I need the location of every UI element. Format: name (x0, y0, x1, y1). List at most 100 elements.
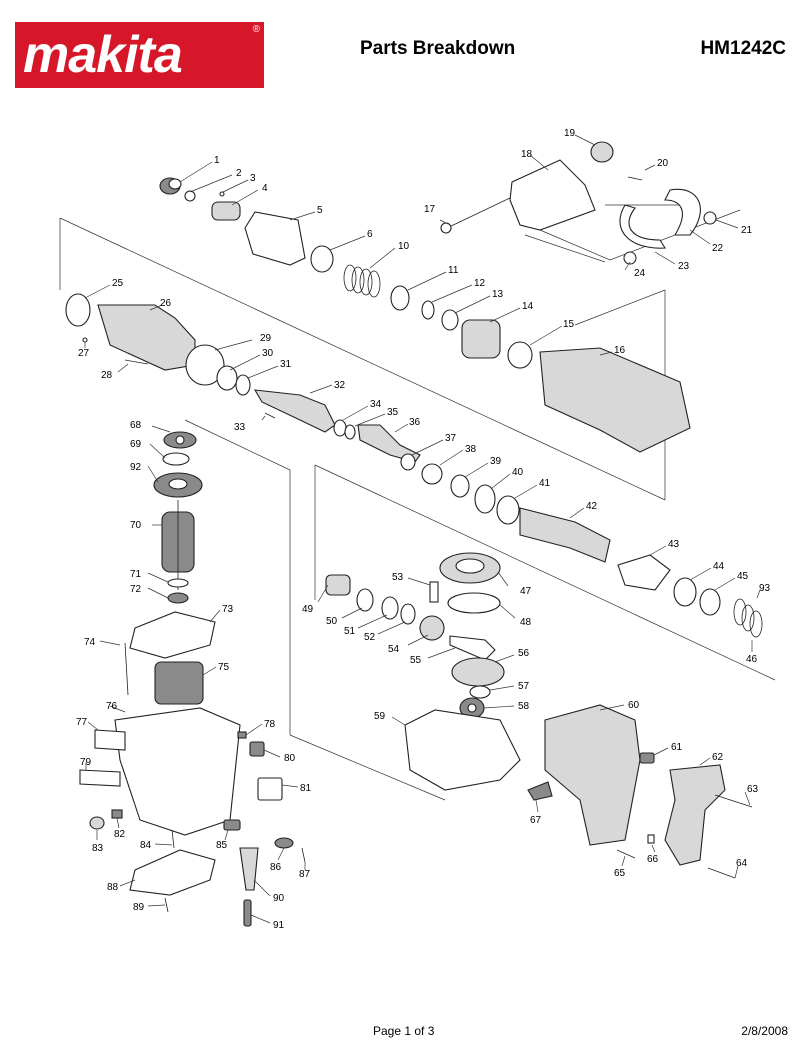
part-label: 64 (736, 858, 748, 869)
part-label: 46 (746, 654, 758, 665)
part-label: 35 (387, 407, 399, 418)
part-label: 87 (299, 869, 311, 880)
part-label: 41 (539, 478, 551, 489)
part-label: 19 (564, 128, 576, 139)
part-label: 3 (250, 173, 256, 184)
part-label: 73 (222, 604, 234, 615)
part-label: 45 (737, 571, 749, 582)
part-label: 15 (563, 319, 575, 330)
part-label: 2 (236, 168, 242, 179)
part-label: 48 (520, 617, 532, 628)
part-label: 75 (218, 662, 230, 673)
part-label: 65 (614, 868, 626, 879)
part-label: 5 (317, 205, 323, 216)
part-label: 49 (302, 604, 314, 615)
part-label: 74 (84, 637, 96, 648)
part-label: 6 (367, 229, 373, 240)
part-label: 76 (106, 701, 118, 712)
part-label: 13 (492, 289, 504, 300)
part-label: 60 (628, 700, 640, 711)
part-label: 21 (741, 225, 753, 236)
part-label: 59 (374, 711, 386, 722)
makita-logo: makita ® (15, 22, 264, 88)
part-label: 56 (518, 648, 530, 659)
part-label: 71 (130, 569, 142, 580)
part-label: 23 (678, 261, 690, 272)
brand-logo-text: makita (23, 26, 183, 84)
part-label: 12 (474, 278, 486, 289)
part-label: 77 (76, 717, 88, 728)
part-label: 17 (424, 204, 436, 215)
part-label: 66 (647, 854, 659, 865)
part-label: 67 (530, 815, 542, 826)
part-label: 84 (140, 840, 152, 851)
part-label: 47 (520, 586, 532, 597)
part-label: 72 (130, 584, 142, 595)
part-label: 89 (133, 902, 145, 913)
part-label: 29 (260, 333, 272, 344)
part-label: 83 (92, 843, 104, 854)
part-label: 85 (216, 840, 228, 851)
part-label: 86 (270, 862, 282, 873)
part-label: 34 (370, 399, 382, 410)
part-label: 43 (668, 539, 680, 550)
part-label: 91 (273, 920, 285, 931)
part-label: 30 (262, 348, 274, 359)
part-label: 22 (712, 243, 724, 254)
part-label: 44 (713, 561, 725, 572)
page-number: Page 1 of 3 (373, 1024, 435, 1038)
part-label: 36 (409, 417, 421, 428)
part-label: 92 (130, 462, 142, 473)
part-label: 62 (712, 752, 724, 763)
document-date: 2/8/2008 (741, 1024, 788, 1038)
part-label: 28 (101, 370, 113, 381)
part-label: 58 (518, 701, 530, 712)
part-label: 82 (114, 829, 126, 840)
part-label: 27 (78, 348, 90, 359)
part-label: 70 (130, 520, 142, 531)
part-label: 40 (512, 467, 524, 478)
part-label: 80 (284, 753, 296, 764)
part-label: 32 (334, 380, 346, 391)
part-label: 24 (634, 268, 646, 279)
part-label: 81 (300, 783, 312, 794)
part-label: 63 (747, 784, 759, 795)
part-label: 38 (465, 444, 477, 455)
part-label: 39 (490, 456, 502, 467)
model-number: HM1242C (700, 38, 786, 59)
part-label: 25 (112, 278, 124, 289)
part-label: 33 (234, 422, 246, 433)
part-label: 55 (410, 655, 422, 666)
part-label: 31 (280, 359, 292, 370)
part-label: 57 (518, 681, 530, 692)
part-label: 4 (262, 183, 268, 194)
part-label: 54 (388, 644, 400, 655)
part-label: 68 (130, 420, 142, 431)
part-label: 61 (671, 742, 683, 753)
part-label: 50 (326, 616, 338, 627)
part-label: 42 (586, 501, 598, 512)
part-label: 14 (522, 301, 534, 312)
page-title: Parts Breakdown (360, 38, 516, 59)
part-label: 69 (130, 439, 142, 450)
part-label: 93 (759, 583, 771, 594)
part-label: 16 (614, 345, 626, 356)
part-label: 90 (273, 893, 285, 904)
part-label: 37 (445, 433, 457, 444)
part-label: 78 (264, 719, 276, 730)
leader-lines (84, 134, 761, 924)
assembly-guide-lines (59, 204, 776, 801)
part-label: 11 (448, 265, 459, 276)
part-label: 26 (160, 298, 172, 309)
part-label: 51 (344, 626, 356, 637)
part-label: 1 (214, 155, 220, 166)
registered-mark: ® (252, 24, 260, 35)
part-shapes (65, 141, 763, 927)
part-label: 79 (80, 757, 92, 768)
part-number-labels: 1 2 3 4 5 6 10 11 12 13 14 15 16 17 18 1… (76, 128, 771, 931)
part-label: 18 (521, 149, 533, 160)
part-label: 10 (398, 241, 410, 252)
part-label: 52 (364, 632, 376, 643)
part-label: 53 (392, 572, 404, 583)
